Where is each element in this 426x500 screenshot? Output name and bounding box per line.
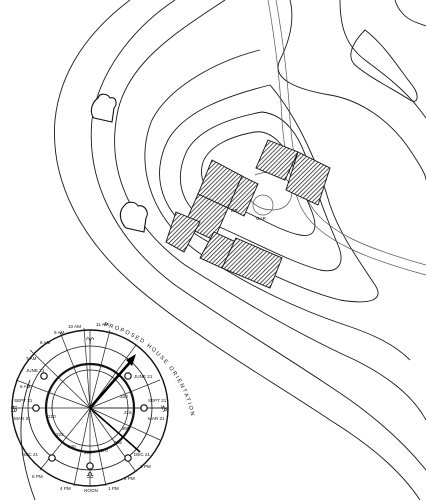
date-label-mar: MAR 21 (14, 416, 31, 421)
contour-line-2 (90, 0, 426, 471)
building-garage (221, 237, 283, 289)
sun-marker-dec (48, 454, 56, 462)
degree-label-6: 300 (122, 426, 130, 431)
symbol-east: ♑ (160, 405, 168, 415)
ray-7 (89, 407, 161, 441)
date-label-june-e: JUNE 21 (134, 374, 153, 379)
house-orientation-arrow-2 (89, 407, 141, 453)
time-label-0: 6 AM (20, 384, 31, 389)
date-label-june: JUNE 21 (26, 368, 45, 373)
contour-line-1 (54, 0, 421, 500)
ray-10 (73, 407, 91, 487)
date-label-sept: SEPT 21 (14, 398, 33, 403)
time-label-8: 2 PM (124, 476, 135, 481)
ray-9 (89, 407, 107, 487)
sun-marker-june (40, 372, 48, 380)
ray-11 (39, 407, 91, 471)
building-main-center (227, 175, 259, 217)
symbol-west: ♋ (10, 405, 18, 415)
sun-marker-sept (32, 404, 40, 412)
ray-5 (89, 379, 161, 409)
degree-label-5: 285 (114, 440, 122, 445)
house-orientation-arrowhead (126, 354, 136, 366)
degree-label-0: 210 (48, 414, 56, 419)
contour-line-12 (20, 379, 36, 500)
degree-label-2: 240 (68, 444, 76, 449)
ray-13 (29, 349, 91, 409)
driveway-line-2 (275, 0, 426, 266)
contour-lines (20, 0, 426, 500)
time-label-11: 5 PM (32, 474, 43, 479)
time-label-5: 11 AM (96, 322, 109, 327)
sun-marker-dec-e (124, 454, 132, 462)
building-wing-west (165, 211, 201, 253)
building-wing-northeast (255, 139, 299, 181)
building-wing-east (285, 151, 331, 206)
contour-line-3 (114, 0, 426, 421)
time-labels: 6 AM 7 AM 8 AM 9 AM 10 AM 11 AM NOON 1 P… (20, 322, 151, 493)
contour-line-9 (339, 0, 426, 119)
ray-12 (15, 379, 91, 409)
house-orientation-label: PROPOSED HOUSE ORIENTATION (103, 322, 195, 418)
date-label-mar-e: MAR 21 (148, 416, 165, 421)
degree-labels: 210 225 240 255 270 285 300 315 330 (48, 394, 132, 455)
sun-marker-sept-e (140, 404, 148, 412)
time-label-2: 8 AM (40, 340, 51, 345)
time-label-6: NOON (84, 488, 98, 493)
driveway-line-1 (267, 0, 426, 276)
time-label-10: 4 PM (60, 486, 71, 491)
house-footprint: DR GAR (165, 139, 331, 289)
date-label-dec: DEC 21 (22, 452, 39, 457)
contour-line-10 (350, 29, 418, 102)
sun-marker-south (86, 462, 94, 470)
degree-label-1: 225 (56, 432, 64, 437)
sun-path-chart: ♋ ♑ ♈ ♎ JUNE 21 JUNE 21 SEPT 21 SEPT 21 … (10, 322, 195, 493)
trees (90, 93, 148, 233)
driveway (244, 0, 426, 276)
time-label-7: 1 PM (108, 486, 119, 491)
ray-3 (89, 329, 111, 409)
degree-label-7: 315 (124, 410, 132, 415)
house-orientation-arrow (89, 359, 133, 409)
tree-symbol-south (119, 201, 148, 233)
site-label-1: GAR (256, 216, 267, 221)
house-orientation-text: PROPOSED HOUSE ORIENTATION (103, 322, 194, 418)
symbol-north: ♈ (86, 337, 95, 347)
time-label-9: 3 PM (140, 464, 151, 469)
sun-markers (32, 372, 148, 470)
ray-1 (59, 331, 91, 409)
site-label-0: DR (231, 208, 238, 213)
degree-label-3: 255 (84, 450, 92, 455)
date-label-sept-e: SEPT 21 (148, 398, 167, 403)
time-label-4: 10 AM (68, 324, 81, 329)
driveway-turnaround (252, 194, 274, 216)
symbol-south: ♎ (86, 471, 94, 481)
date-label-dec-e: DEC 21 (134, 452, 151, 457)
contour-line-8 (277, 0, 426, 181)
degree-label-8: 330 (120, 394, 128, 399)
degree-label-4: 270 (100, 448, 108, 453)
contour-line-4 (144, 49, 411, 361)
contour-line-11 (394, 0, 426, 27)
time-label-1: 7 AM (26, 356, 37, 361)
contour-line-5 (159, 84, 379, 303)
ray-2 (83, 327, 91, 409)
tree-symbol-north (90, 93, 117, 123)
sun-marker-june-e (124, 372, 132, 380)
time-label-3: 9 AM (54, 330, 65, 335)
